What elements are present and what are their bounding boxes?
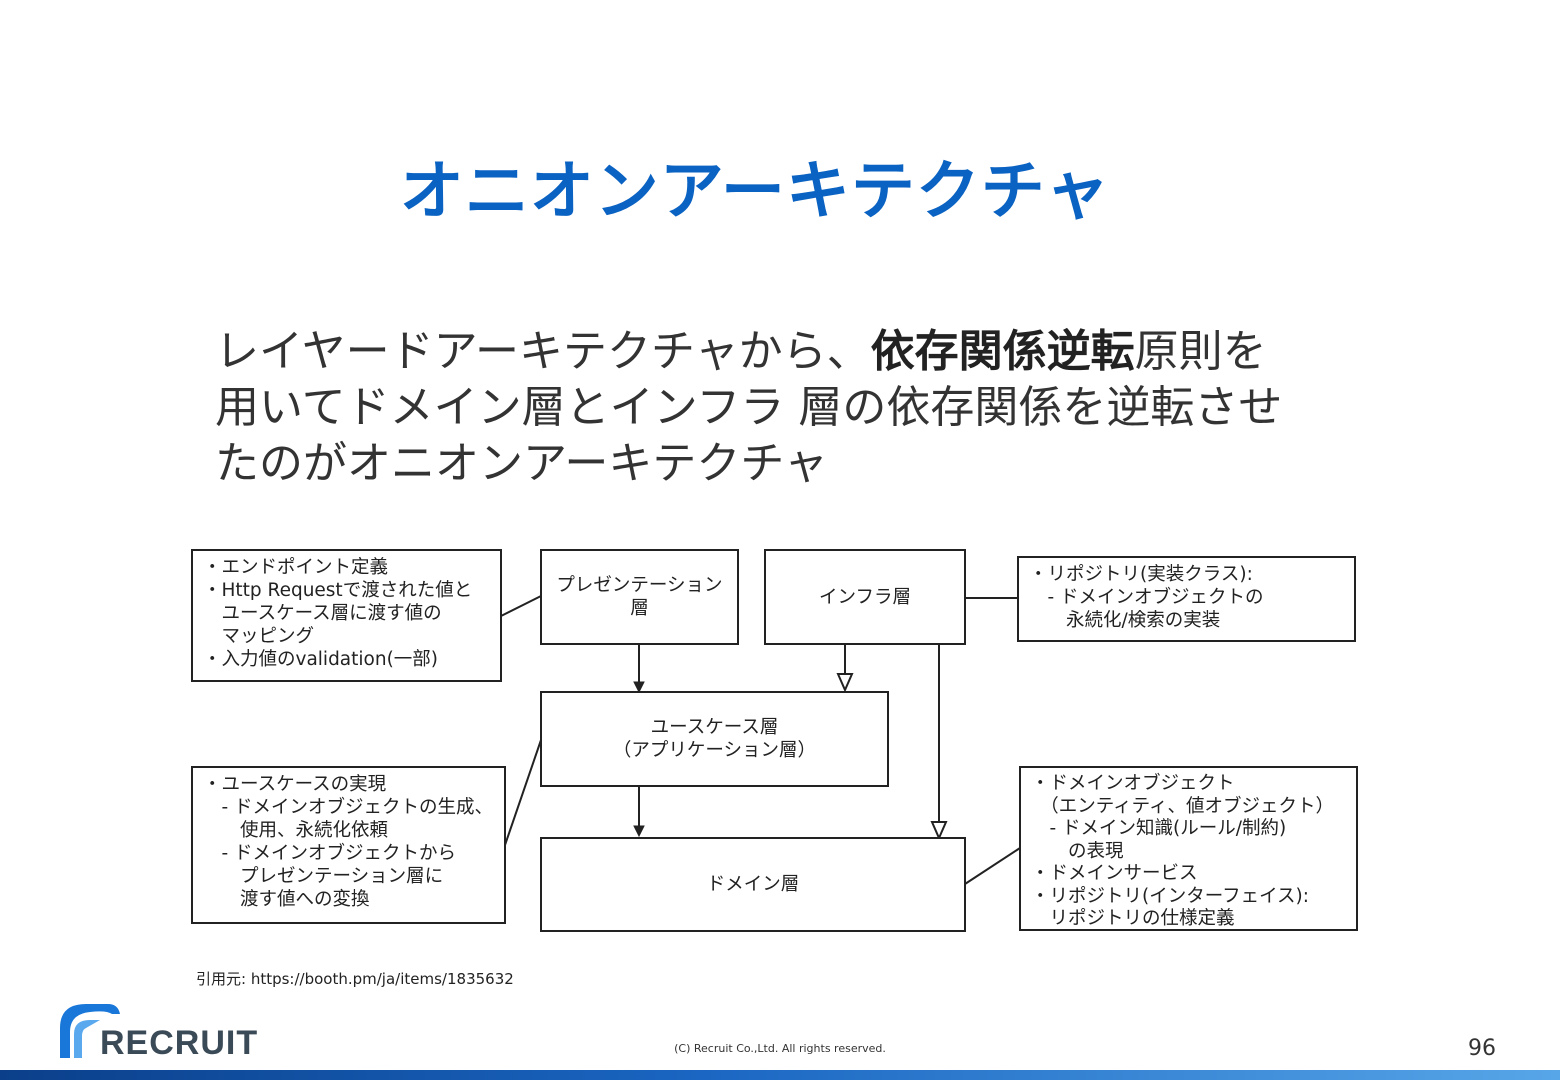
- note-line: ・リポジトリ(実装クラス):: [1029, 564, 1253, 585]
- note-line: ・入力値のvalidation(一部): [203, 649, 439, 670]
- note-line: - ドメインオブジェクトの: [1029, 587, 1264, 608]
- note-line: ユースケース層に渡す値の: [203, 603, 442, 624]
- note-line: - ドメイン知識(ルール/制約): [1031, 818, 1287, 839]
- note-line: - ドメインオブジェクトの生成、: [203, 797, 494, 818]
- note-line: 永続化/検索の実装: [1029, 610, 1221, 631]
- layer-usecase: ユースケース層 （アプリケーション層）: [540, 691, 889, 787]
- recruit-logo-icon: [60, 1004, 120, 1058]
- note-line: 使用、永続化依頼: [203, 820, 389, 841]
- layer-presentation: プレゼンテーション 層: [540, 549, 739, 645]
- lead-line-2: 用いてドメイン層とインフラ 層の依存関係を逆転させ: [215, 382, 1283, 433]
- layer-label: インフラ層: [819, 586, 911, 608]
- note-line: リポジトリの仕様定義: [1031, 908, 1235, 929]
- page-number: 96: [1468, 1036, 1496, 1061]
- note-line: の表現: [1031, 840, 1124, 862]
- connector-note-domain: [964, 847, 1021, 885]
- note-line: （エンティティ、値オブジェクト）: [1031, 795, 1335, 817]
- bottom-gradient-bar: [0, 1070, 1560, 1080]
- connector-note-presentation: [500, 595, 542, 617]
- note-presentation: ・エンドポイント定義 ・Http Requestで渡された値と ユースケース層に…: [191, 549, 502, 682]
- hollow-arrowhead-infra-domain: [930, 821, 948, 841]
- layer-label: ドメイン層: [706, 874, 800, 895]
- layer-domain: ドメイン層: [540, 837, 966, 932]
- copyright: (C) Recruit Co.,Ltd. All rights reserved…: [674, 1042, 886, 1055]
- note-line: マッピング: [203, 626, 315, 647]
- lead-line-1-post: 原則を: [1134, 326, 1267, 377]
- connector-note-usecase: [504, 739, 542, 846]
- note-line: ・リポジトリ(インターフェイス):: [1031, 885, 1310, 907]
- note-line: ・Http Requestで渡された値と: [203, 580, 473, 601]
- note-line: ・ドメインサービス: [1031, 863, 1198, 884]
- layer-label: ユースケース層: [650, 717, 779, 738]
- note-line: ・エンドポイント定義: [203, 557, 389, 578]
- lead-line-1-pre: レイヤードアーキテクチャから、: [215, 326, 871, 377]
- hollow-arrowhead-infra-usecase: [836, 673, 854, 693]
- lead-line-3: たのがオニオンアーキテクチャ: [215, 438, 828, 489]
- layer-label: （アプリケーション層）: [612, 740, 817, 761]
- layer-infra: インフラ層: [764, 549, 966, 645]
- note-infra: ・リポジトリ(実装クラス): - ドメインオブジェクトの 永続化/検索の実装: [1017, 556, 1356, 642]
- citation: 引用元: https://booth.pm/ja/items/1835632: [196, 970, 514, 988]
- arrowhead-presentation-usecase: [633, 681, 645, 694]
- note-domain: ・ドメインオブジェクト （エンティティ、値オブジェクト） - ドメイン知識(ルー…: [1019, 766, 1358, 931]
- layer-label: 層: [630, 598, 649, 619]
- layer-label: プレゼンテーション: [556, 575, 723, 596]
- note-line: ・ドメインオブジェクト: [1031, 773, 1235, 794]
- arrowhead-usecase-domain: [633, 825, 645, 838]
- lead-line-1: レイヤードアーキテクチャから、依存関係逆転原則を: [215, 324, 1455, 380]
- lead-line-1-bold: 依存関係逆転: [870, 326, 1135, 377]
- note-line: - ドメインオブジェクトから: [203, 843, 457, 864]
- note-line: プレゼンテーション層に: [203, 866, 444, 887]
- note-line: 渡す値への変換: [203, 889, 370, 910]
- note-usecase: ・ユースケースの実現 - ドメインオブジェクトの生成、 使用、永続化依頼 - ド…: [191, 766, 506, 924]
- logo-text: RECRUIT: [100, 1024, 259, 1062]
- lead-text: レイヤードアーキテクチャから、依存関係逆転原則を 用いてドメイン層とインフラ 層…: [215, 324, 1455, 492]
- slide-title: オニオンアーキテクチャ: [399, 155, 1111, 229]
- note-line: ・ユースケースの実現: [203, 774, 387, 795]
